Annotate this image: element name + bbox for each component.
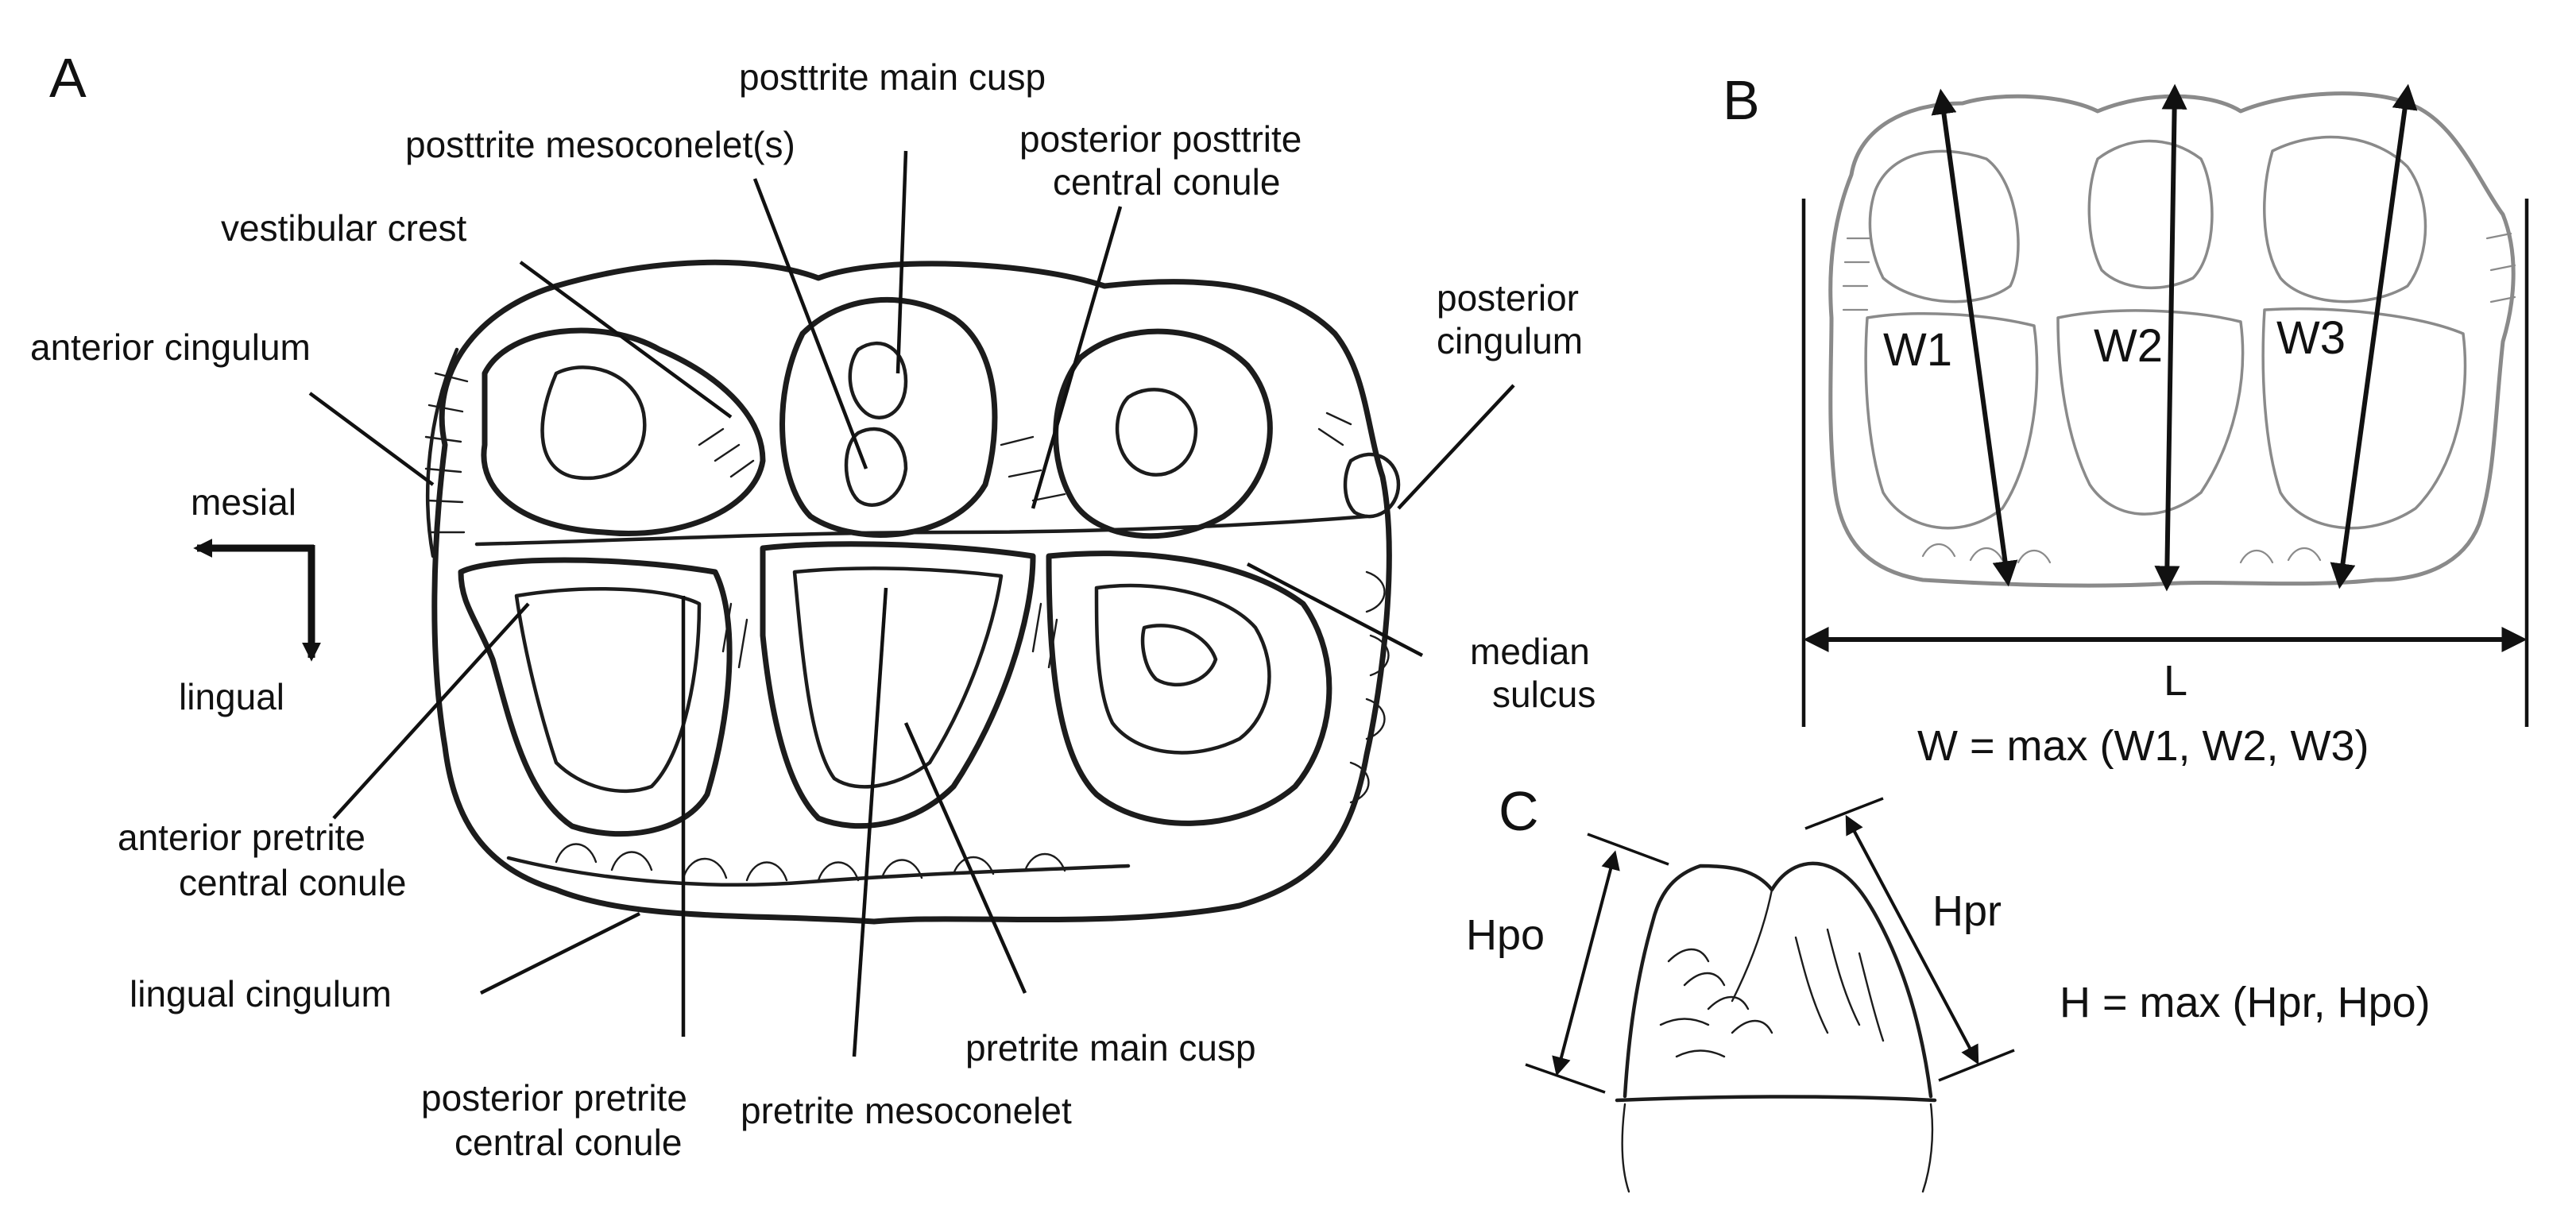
hpo-top-tick [1587,833,1669,866]
panel-a-letter: A [49,47,87,109]
label-posterior-pretrite-central-conule-line1: posterior pretrite [421,1077,687,1119]
label-posttrite-mesoconelets: posttrite mesoconelet(s) [405,124,795,165]
hpo-bottom-tick [1525,1063,1606,1094]
label-pretrite-main-cusp: pretrite main cusp [965,1027,1256,1068]
label-anterior-cingulum: anterior cingulum [30,327,311,368]
label-w1: W1 [1883,324,1952,376]
label-anterior-pretrite-central-conule-line1: anterior pretrite [118,817,366,858]
w2-arrow [2154,83,2187,592]
panel-a-leader-lines [308,150,1515,1057]
hpr-top-tick [1804,797,1884,830]
w1-arrow [1931,88,2018,587]
panel-a: A [30,47,1595,1163]
label-posterior-posttrite-central-conule-line2: central conule [1053,161,1280,203]
panel-b-letter: B [1723,69,1760,131]
label-hpr: Hpr [1932,887,2002,935]
hpo-arrow [1552,850,1620,1076]
hpr-bottom-tick [1938,1049,2015,1082]
label-posttrite-main-cusp: posttrite main cusp [739,56,1046,98]
label-vestibular-crest: vestibular crest [221,207,467,249]
label-posterior-cingulum-line2: cingulum [1437,320,1583,361]
label-lingual-cingulum: lingual cingulum [130,973,392,1014]
label-lingual: lingual [179,676,284,717]
label-median-sulcus-line1: median [1470,631,1590,672]
label-mesial: mesial [191,481,296,523]
formula-h: H = max (Hpr, Hpo) [2060,979,2431,1026]
label-l: L [2164,657,2187,705]
label-median-sulcus-line2: sulcus [1492,674,1595,715]
tooth-occlusal-drawing [424,259,1401,925]
label-posterior-pretrite-central-conule-line2: central conule [454,1122,682,1163]
hpr-arrow [1845,814,1979,1065]
label-anterior-pretrite-central-conule-line2: central conule [179,862,406,903]
label-posterior-cingulum-line1: posterior [1437,277,1579,319]
formula-w: W = max (W1, W2, W3) [1917,722,2369,770]
label-w2: W2 [2094,320,2163,372]
w3-arrow [2330,83,2418,589]
orientation-arrows [193,539,321,662]
label-posterior-posttrite-central-conule-line1: posterior posttrite [1019,118,1302,160]
tooth-lateral-drawing [1615,861,1937,1193]
label-w3: W3 [2276,312,2346,364]
panel-b: B W1 W2 W3 L W = max (W1, W2, W3) [1723,69,2529,770]
label-pretrite-mesoconelet: pretrite mesoconelet [741,1090,1072,1131]
panel-c-letter: C [1499,780,1539,842]
label-hpo: Hpo [1466,911,1545,959]
panel-c: C Hpo Hpr H = max (Hpr, Hpo) [1466,780,2431,1193]
